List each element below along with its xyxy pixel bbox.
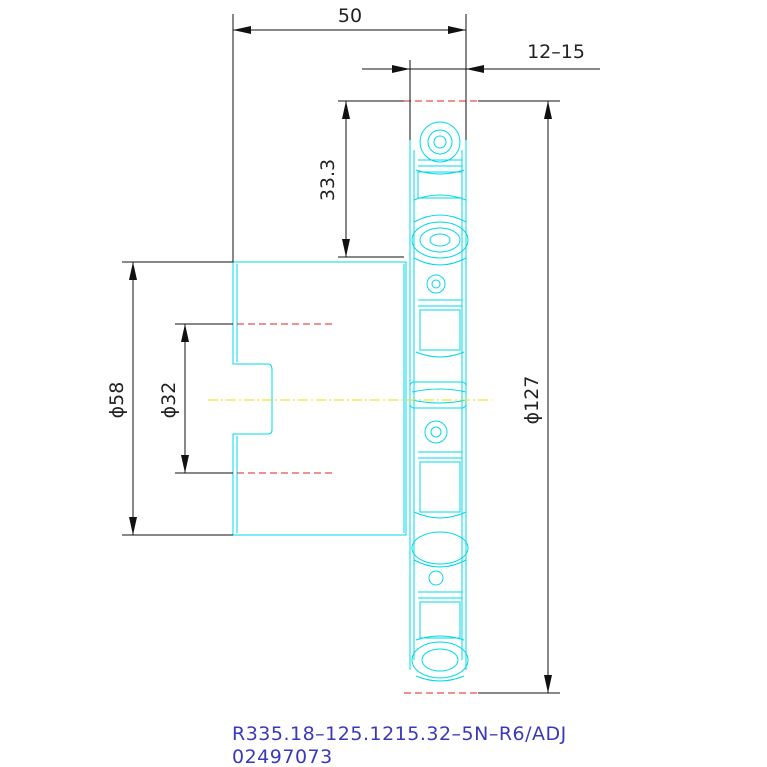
dim-label-width-top: 50 [338,5,362,27]
dimension-thickness: 12–15 [362,41,600,140]
dim-label-cutter-diameter: ϕ127 [521,376,543,425]
dim-label-thickness: 12–15 [527,41,585,63]
cutter-body-outline [232,121,469,682]
dimension-hub-diameter: ϕ58 [106,261,233,536]
part-number: R335.18–125.1215.32–5N–R6/ADJ [232,723,567,745]
dimension-bore-diameter: ϕ32 [158,323,233,474]
dim-label-offset: 33.3 [317,159,339,201]
dim-label-hub-diameter: ϕ58 [106,382,128,419]
dimension-offset: 33.3 [317,100,404,258]
dimension-cutter-diameter: ϕ127 [478,100,560,694]
item-code: 02497073 [232,746,333,767]
centerlines [208,100,492,694]
dim-label-bore-diameter: ϕ32 [158,382,180,419]
